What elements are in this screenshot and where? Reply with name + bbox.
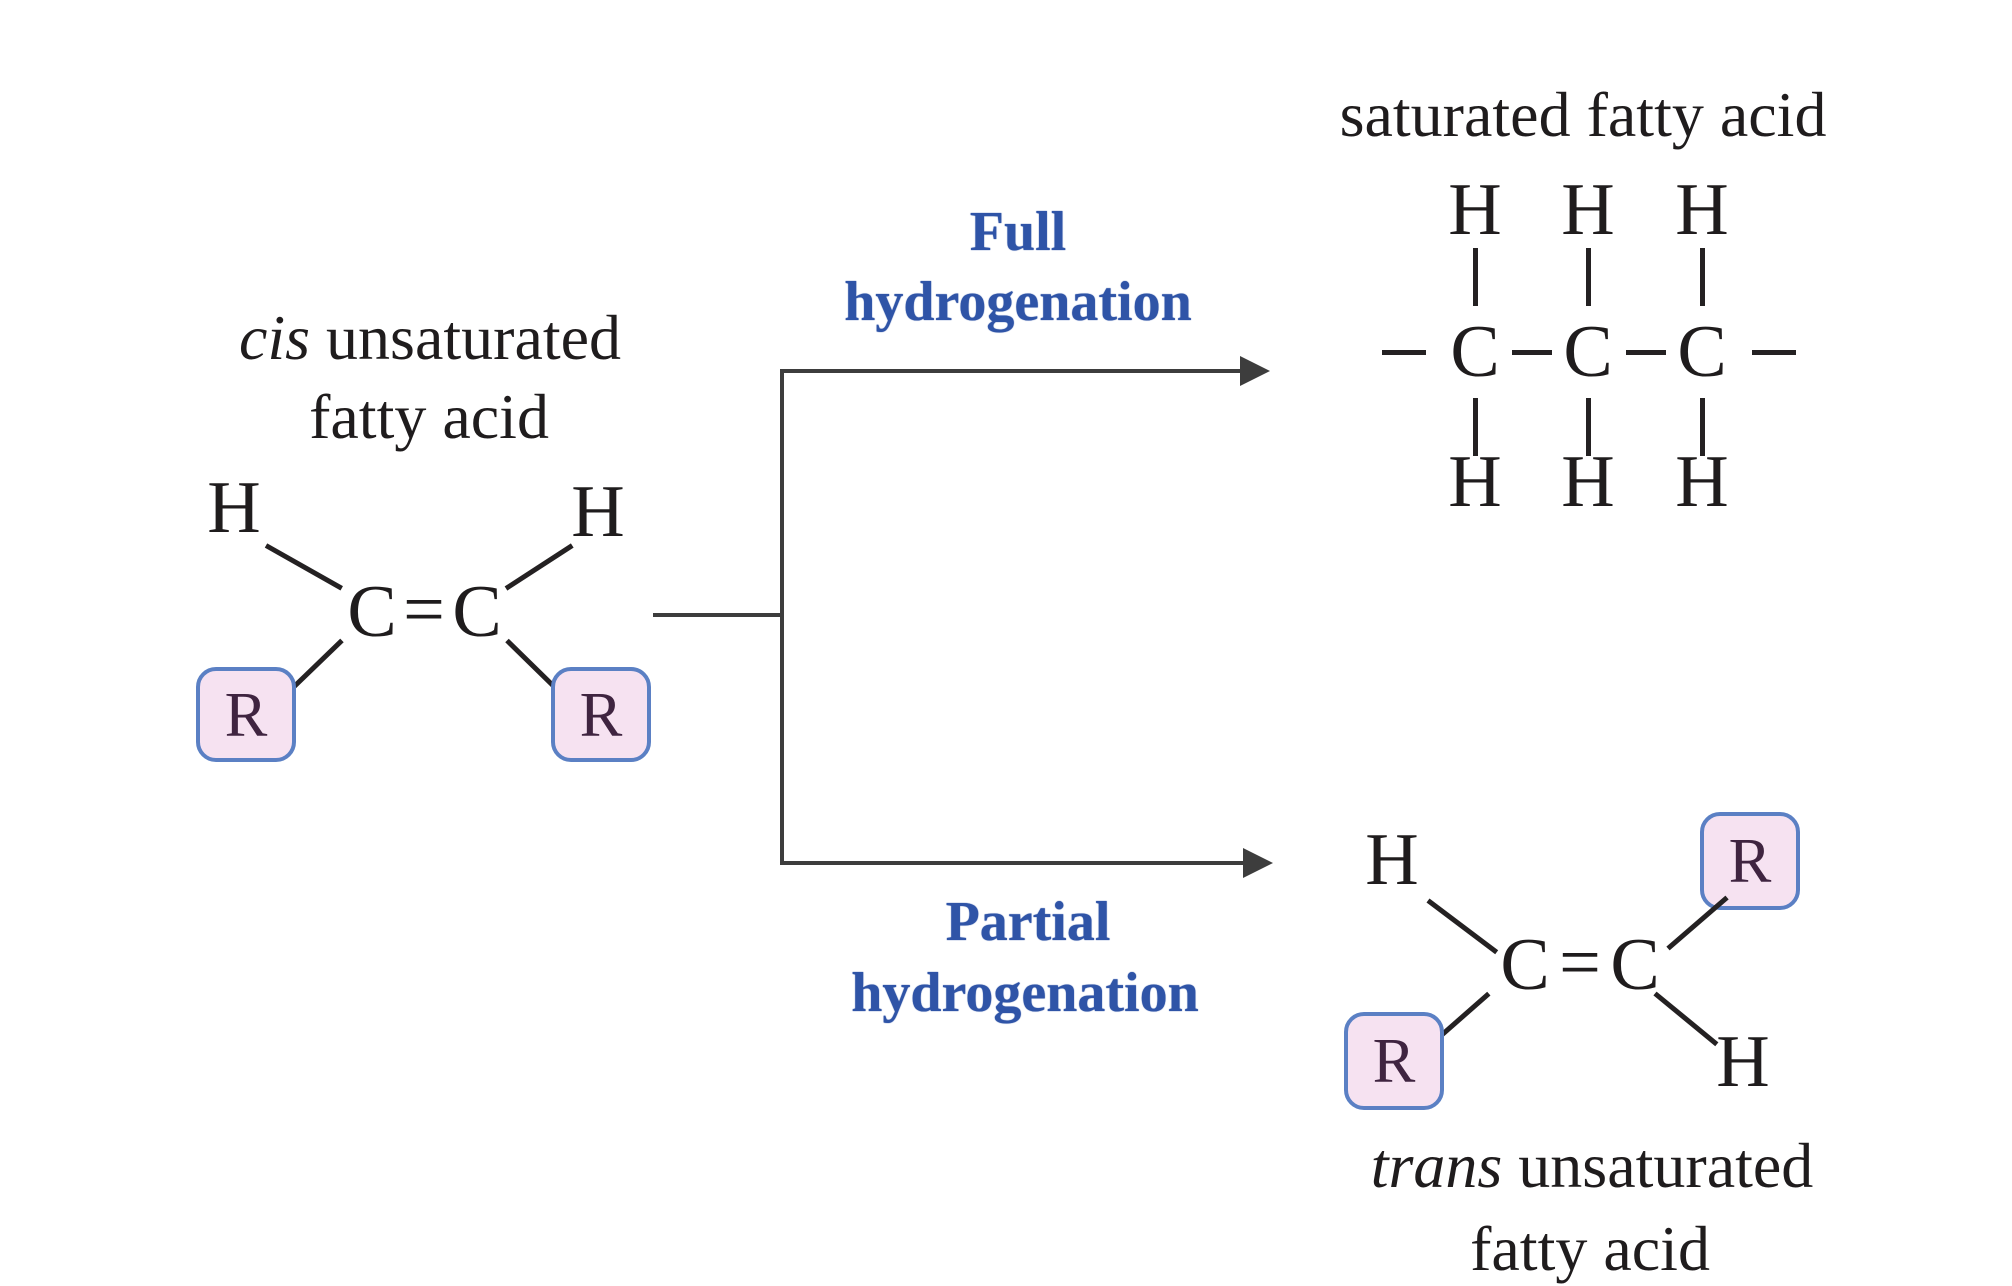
trans-c-left: C [1500,924,1550,1006]
cis-c-left: C [347,571,397,653]
bond-sat-left-end [1382,350,1426,355]
saturated-c-2: C [1563,311,1613,393]
partial-hydrogenation-line2: hydrogenation [851,962,1199,1024]
cis-word-italic: cis [238,302,311,373]
trans-word-rest: unsaturated [1518,1130,1814,1201]
saturated-h-bottom-3: H [1675,441,1729,523]
bond-sat-right-end [1752,350,1796,355]
trans-word-italic: trans [1370,1130,1503,1201]
bond-sat-bottom-3 [1700,398,1705,456]
bond-trans-c-right-to-r [1666,895,1729,951]
cis-word-rest: unsaturated [326,302,622,373]
cis-double-bond: = [403,569,445,651]
trans-label-line1: trans unsaturated [1371,1129,1814,1203]
bond-sat-c1-c2 [1512,350,1552,355]
saturated-c-1: C [1450,311,1500,393]
flow-arrow-bottom-shaft [780,861,1245,865]
bond-trans-c-left-to-r [1438,991,1491,1039]
saturated-title: saturated fatty acid [1339,79,1827,150]
flow-arrow-top-shaft [780,369,1242,373]
flow-branch-vertical [780,369,784,865]
full-hydrogenation-line1: Full [969,201,1067,263]
bond-sat-bottom-1 [1473,398,1478,456]
cis-label-line1: cis unsaturated [239,301,621,375]
cis-r-right-label: R [579,678,623,750]
trans-c-right: C [1610,924,1660,1006]
bond-sat-c2-c3 [1626,350,1666,355]
saturated-h-bottom-2: H [1561,441,1615,523]
bond-sat-top-3 [1700,248,1705,306]
saturated-c-3: C [1677,311,1727,393]
trans-r-bottom-label: R [1372,1025,1416,1096]
cis-c-right: C [452,571,502,653]
saturated-h-top-1: H [1448,169,1502,251]
bond-sat-top-2 [1586,248,1591,306]
arrowhead-bottom [1243,848,1273,878]
bond-trans-c-right-to-h [1653,991,1719,1047]
saturated-h-top-2: H [1561,169,1615,251]
saturated-h-top-3: H [1675,169,1729,251]
cis-h-top-left: H [207,467,261,549]
trans-r-bottom-box: R [1344,1012,1444,1110]
cis-label-line2: fatty acid [309,381,549,452]
full-hydrogenation-line2: hydrogenation [844,271,1192,333]
trans-h-top: H [1365,819,1419,901]
cis-r-left-label: R [224,678,268,750]
cis-h-top-right: H [571,471,625,553]
cis-r-left-box: R [196,667,296,762]
bond-cis-h-to-c-left [264,543,343,591]
bond-sat-top-1 [1473,248,1478,306]
bond-sat-bottom-2 [1586,398,1591,456]
bond-cis-c-right-to-h [504,543,574,591]
flow-stub-from-cis [653,613,783,617]
trans-double-bond: = [1559,922,1601,1004]
trans-r-top-label: R [1728,825,1772,896]
cis-r-right-box: R [551,667,651,762]
trans-label-line2: fatty acid [1470,1213,1710,1284]
partial-hydrogenation-line1: Partial [945,891,1111,953]
bond-trans-h-to-c-left [1426,898,1499,955]
trans-r-top-box: R [1700,812,1800,910]
saturated-h-bottom-1: H [1448,441,1502,523]
arrowhead-top [1240,356,1270,386]
trans-h-bottom: H [1716,1021,1770,1103]
